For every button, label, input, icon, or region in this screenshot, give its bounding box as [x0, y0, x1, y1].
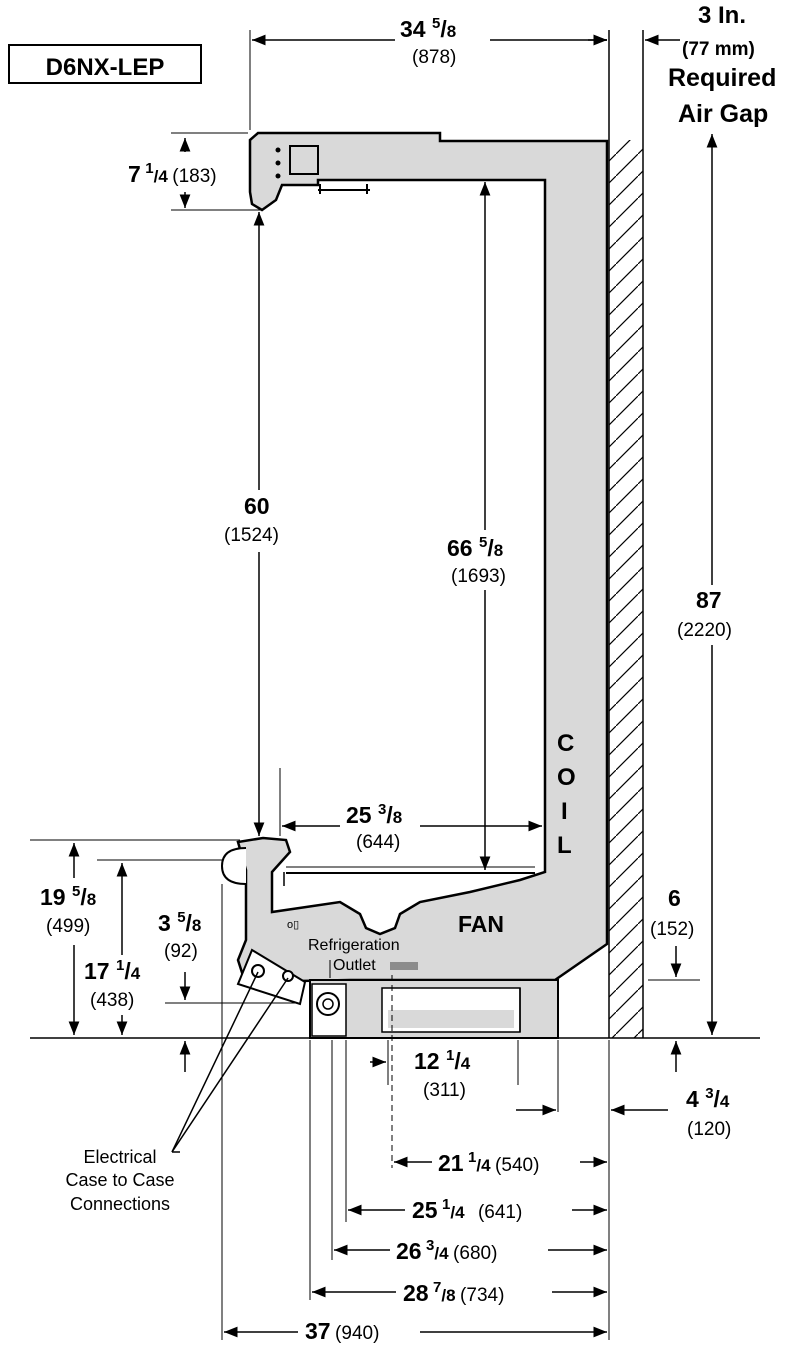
coil-l: L [557, 832, 572, 859]
dim-overall-mm: (2220) [677, 620, 732, 641]
base-inner-band [388, 1010, 514, 1028]
electrical-note-line3: Connections [69, 1193, 171, 1214]
dim-deck-mm: (499) [46, 916, 91, 937]
elec-leader-2 [171, 977, 289, 1153]
canopy-dot-2 [275, 160, 281, 166]
dim-elec-mm: (92) [164, 941, 198, 962]
dim-interior-label: 66 5/8 [447, 534, 504, 561]
elec-leader-1 [171, 971, 259, 1153]
electrical-note-line2: Case to Case [65, 1170, 175, 1191]
dim-bumper-label: 17 1/4 [84, 957, 141, 984]
dim-base-mm: (152) [650, 919, 695, 940]
refrigeration-outlet [390, 962, 418, 970]
coil-i: I [561, 798, 568, 825]
canopy-dot-1 [275, 147, 281, 153]
wall-hatch [609, 140, 643, 1038]
electrical-note-line1: Electrical [83, 1147, 157, 1167]
dim-d4-label: 28 7/8 (734) [403, 1279, 505, 1306]
dim-base-label: 6 [668, 885, 681, 911]
air-gap-value: 3 In. [698, 2, 747, 29]
drain-connection [316, 992, 340, 1016]
drain-mark: o▯ [287, 919, 299, 931]
canopy-light [289, 145, 319, 175]
dim-d5-label: 37 (940) [305, 1318, 380, 1344]
dim-front-height-mm: (1524) [224, 525, 279, 546]
dim-d2-label: 25 1/4 (641) [412, 1196, 523, 1223]
dim-interior-mm: (1693) [451, 566, 506, 587]
dim-canopy-label: 7 1/4 (183) [128, 160, 217, 187]
dim-front-height-label: 60 [244, 493, 270, 519]
dim-overall-label: 87 [696, 587, 722, 613]
air-gap-mm: (77 mm) [682, 39, 755, 60]
electrical-note: Electrical Case to Case Connections [40, 1146, 200, 1216]
dim-width-top-label: 34 5/8 [400, 15, 457, 42]
canopy-dot-3 [275, 173, 281, 179]
dim-basewidth-label: 12 1/4 [414, 1047, 471, 1074]
dim-shelf-label: 25 3/8 [346, 801, 403, 828]
outlet-label: Outlet [333, 957, 376, 974]
dim-width-top-mm: (878) [412, 47, 457, 68]
dim-d3-label: 26 3/4 (680) [396, 1237, 498, 1264]
dim-deck-label: 19 5/8 [40, 883, 97, 910]
coil-o: O [557, 764, 576, 791]
dim-rear-mm: (120) [687, 1119, 732, 1140]
fan-label: FAN [458, 911, 504, 937]
front-bumper [220, 847, 247, 885]
model-box: D6NX-LEP [8, 44, 202, 84]
dim-shelf-mm: (644) [356, 832, 401, 853]
dim-rear-label: 4 3/4 [686, 1085, 730, 1112]
dim-basewidth-mm: (311) [423, 1080, 466, 1101]
case-body [236, 131, 609, 984]
air-gap-line2: Air Gap [678, 100, 769, 128]
refrigeration-label: Refrigeration [308, 937, 400, 954]
coil-c: C [557, 730, 575, 757]
dim-elec-label: 3 5/8 [158, 909, 202, 936]
model-label: D6NX-LEP [45, 54, 165, 81]
dim-d1-label: 21 1/4 (540) [438, 1149, 540, 1176]
air-gap-line1: Required [668, 64, 777, 92]
dim-bumper-mm: (438) [90, 990, 135, 1011]
